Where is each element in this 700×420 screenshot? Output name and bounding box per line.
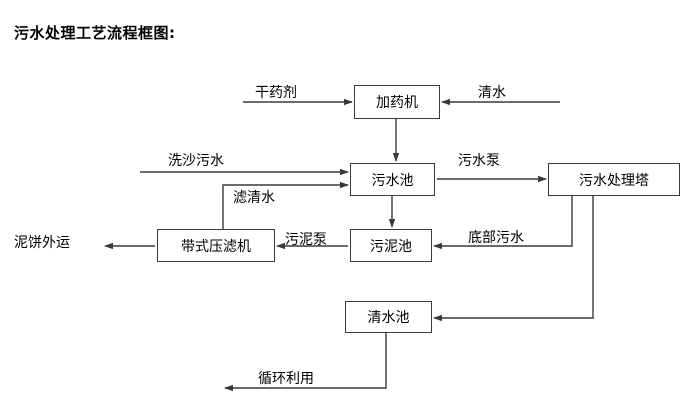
node-treatment-tower[interactable]: 污水处理塔 <box>548 163 680 196</box>
edge-clean-water-pool-to-recycle <box>224 333 387 392</box>
node-sludge-pool[interactable]: 污泥池 <box>350 229 432 262</box>
label-sewage-pump: 污水泵 <box>458 153 500 169</box>
edge-filtrate-to-sewage-pool <box>222 181 349 229</box>
label-clean-water-inlet: 清水 <box>478 85 506 101</box>
node-belt-filter-press[interactable]: 带式压滤机 <box>157 229 275 262</box>
edge-tower-to-clean-water-pool <box>433 196 594 322</box>
label-sludge-pump: 污泥泵 <box>285 232 327 248</box>
label-sand-wash-water: 洗沙污水 <box>168 153 224 169</box>
label-filtrate-water: 滤清水 <box>233 190 275 206</box>
edge-tower-to-sludge-pool <box>433 196 573 250</box>
node-dosing-machine[interactable]: 加药机 <box>354 85 440 119</box>
label-recycle-use: 循环利用 <box>258 371 314 387</box>
node-sewage-pool[interactable]: 污水池 <box>350 163 435 196</box>
node-clean-water-pool[interactable]: 清水池 <box>345 301 432 333</box>
label-bottom-sewage: 底部污水 <box>468 230 524 246</box>
label-mud-cake-transport: 泥饼外运 <box>14 235 70 251</box>
page-title: 污水处理工艺流程框图: <box>14 24 176 42</box>
label-dry-reagent: 干药剂 <box>255 85 297 101</box>
